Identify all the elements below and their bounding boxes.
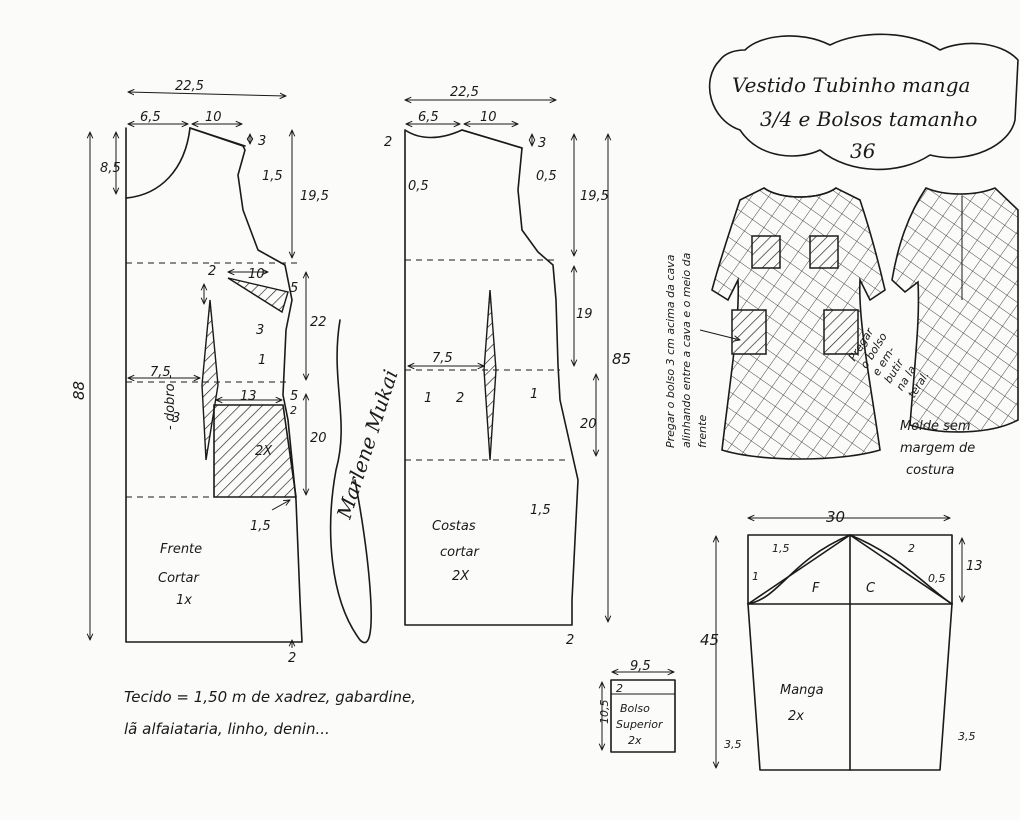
sleeve-width-label: 30	[826, 508, 845, 526]
sleeve-label-1: Manga	[780, 683, 824, 698]
title-size: 36	[850, 139, 876, 163]
back-width-label: 22,5	[450, 85, 479, 100]
front-width-label: 22,5	[175, 79, 204, 94]
pocket-label-2: Superior	[616, 718, 664, 731]
pocket-piece: 9,5 10,5 2 Bolso Superior 2x	[598, 659, 676, 753]
back-neck-05-label: 0,5	[408, 179, 429, 194]
front-dart-1-label: 1	[258, 353, 266, 368]
title-cloud: Vestido Tubinho manga 3/4 e Bolsos taman…	[708, 33, 1019, 171]
molde-line-1: Molde sem	[900, 419, 971, 434]
note-left-1: Pregar o bolso 3 cm acima da cava	[664, 254, 677, 448]
fabric-line-2: lã alfaiataria, linho, denin...	[124, 720, 330, 738]
front-dart-3b-label: 3	[172, 411, 180, 426]
back-dart-2-label: 2	[456, 391, 464, 406]
back-waist-19-label: 19	[576, 307, 593, 322]
sleeve-front-label: F	[812, 581, 820, 596]
front-waist-dart	[201, 299, 219, 461]
signature: Marlene Mukai	[329, 319, 403, 644]
front-cut-1: Frente	[160, 542, 202, 557]
front-arm-in-label: 1,5	[262, 169, 283, 184]
back-armhole-depth-label: 19,5	[580, 189, 609, 204]
back-shoulder-drop-label: 3	[538, 136, 546, 151]
back-arm-05-label: 0,5	[536, 169, 557, 184]
back-dart-1b-label: 1	[530, 387, 538, 402]
sleeve-cap-05: 0,5	[928, 572, 946, 585]
front-fold-label: - dobro -	[163, 374, 178, 430]
title-line-2: 3/4 e Bolsos tamanho	[760, 107, 977, 131]
front-outline	[125, 127, 303, 643]
sleeve-back-label: C	[866, 581, 876, 596]
pocket-label-1: Bolso	[620, 702, 650, 715]
back-dart-1a-label: 1	[424, 391, 432, 406]
front-neckline	[125, 127, 191, 199]
signature-text: Marlene Mukai	[332, 367, 403, 523]
front-piece: 22,5 6,5 10 3 8,5 1,5 19,5 2 10 5 22 3 7…	[70, 79, 329, 666]
front-shoulder-drop-label: 3	[258, 134, 266, 149]
sleeve-hem-35b: 3,5	[958, 730, 976, 743]
back-neck-width-label: 6,5	[418, 110, 439, 125]
back-outline	[404, 129, 579, 626]
front-side-2-label: 2	[290, 404, 297, 417]
front-cut-2: Cortar	[158, 571, 200, 586]
front-dart-width-label: 10	[248, 267, 265, 282]
back-hip-20-label: 20	[580, 417, 597, 432]
sleeve-cap-13: 13	[966, 559, 983, 574]
notes: Pregar o bolso 3 cm acima da cava alinha…	[664, 252, 975, 478]
sleeve-length-label: 45	[700, 631, 719, 649]
molde-line-2: margem de	[900, 441, 975, 456]
note-left-3: frente	[696, 415, 709, 448]
fabric-line-1: Tecido = 1,50 m de xadrez, gabardine,	[124, 688, 416, 706]
front-waist-22-label: 22	[310, 315, 327, 330]
sleeve-cap-2: 2	[908, 542, 915, 555]
front-lower-pocket	[213, 404, 297, 498]
front-neck-depth-label: 8,5	[100, 161, 121, 176]
front-cut-3: 1x	[176, 593, 192, 608]
back-shoulder-label: 10	[480, 110, 497, 125]
front-side-5b-label: 5	[290, 389, 298, 404]
pocket-width-label: 9,5	[630, 659, 651, 674]
sleeve-label-2: 2x	[788, 709, 804, 724]
title-line-1: Vestido Tubinho manga	[732, 73, 970, 97]
front-hem-15-label: 1,5	[250, 519, 271, 534]
pocket-outline	[610, 679, 676, 753]
fabric-note: Tecido = 1,50 m de xadrez, gabardine, lã…	[124, 688, 416, 738]
dress-back-illustration	[891, 187, 1019, 433]
back-cut-1: Costas	[432, 519, 476, 534]
back-length-label: 85	[612, 350, 631, 368]
note-left-2: alinhando entre a cava e o meio da	[680, 252, 693, 448]
back-neck-2-label: 2	[384, 135, 392, 150]
front-side-5a-label: 5	[290, 281, 298, 296]
back-piece: 22,5 6,5 10 3 2 0,5 0,5 19,5 19 7,5 1 2 …	[384, 85, 631, 648]
front-hem-2-label: 2	[288, 651, 296, 666]
front-pocket-2x-label: 2X	[255, 444, 273, 459]
front-armhole-depth-label: 19,5	[300, 189, 329, 204]
front-bust-dart	[227, 277, 289, 314]
back-hem-2-label: 2	[566, 633, 574, 648]
back-hem-15-label: 1,5	[530, 503, 551, 518]
sleeve-cap-1: 1	[752, 570, 759, 583]
back-cut-3: 2X	[452, 569, 470, 584]
front-shoulder-label: 10	[205, 110, 222, 125]
sleeve-cap-15: 1,5	[772, 542, 790, 555]
pocket-label-3: 2x	[628, 734, 642, 747]
front-waist-7-label: 7,5	[150, 365, 171, 380]
back-dart	[483, 289, 497, 461]
front-dart-top-label: 2	[208, 264, 216, 279]
back-cut-2: cortar	[440, 545, 481, 560]
front-neck-width-label: 6,5	[140, 110, 161, 125]
front-pocket-13-label: 13	[240, 389, 257, 404]
dress-front-illustration	[711, 187, 886, 460]
sleeve-hem-35a: 3,5	[724, 738, 742, 751]
front-length-label: 88	[70, 381, 88, 400]
pocket-top-label: 2	[616, 682, 623, 695]
front-hip-20-label: 20	[310, 431, 327, 446]
sleeve-piece: 30 1,5 2 1 0,5 13 F C 45 Manga 2x 3,5 3,…	[700, 508, 983, 771]
pocket-height-label: 10,5	[598, 700, 611, 725]
molde-line-3: costura	[906, 463, 955, 478]
back-waist-7-label: 7,5	[432, 351, 453, 366]
front-dart-3-label: 3	[256, 323, 264, 338]
